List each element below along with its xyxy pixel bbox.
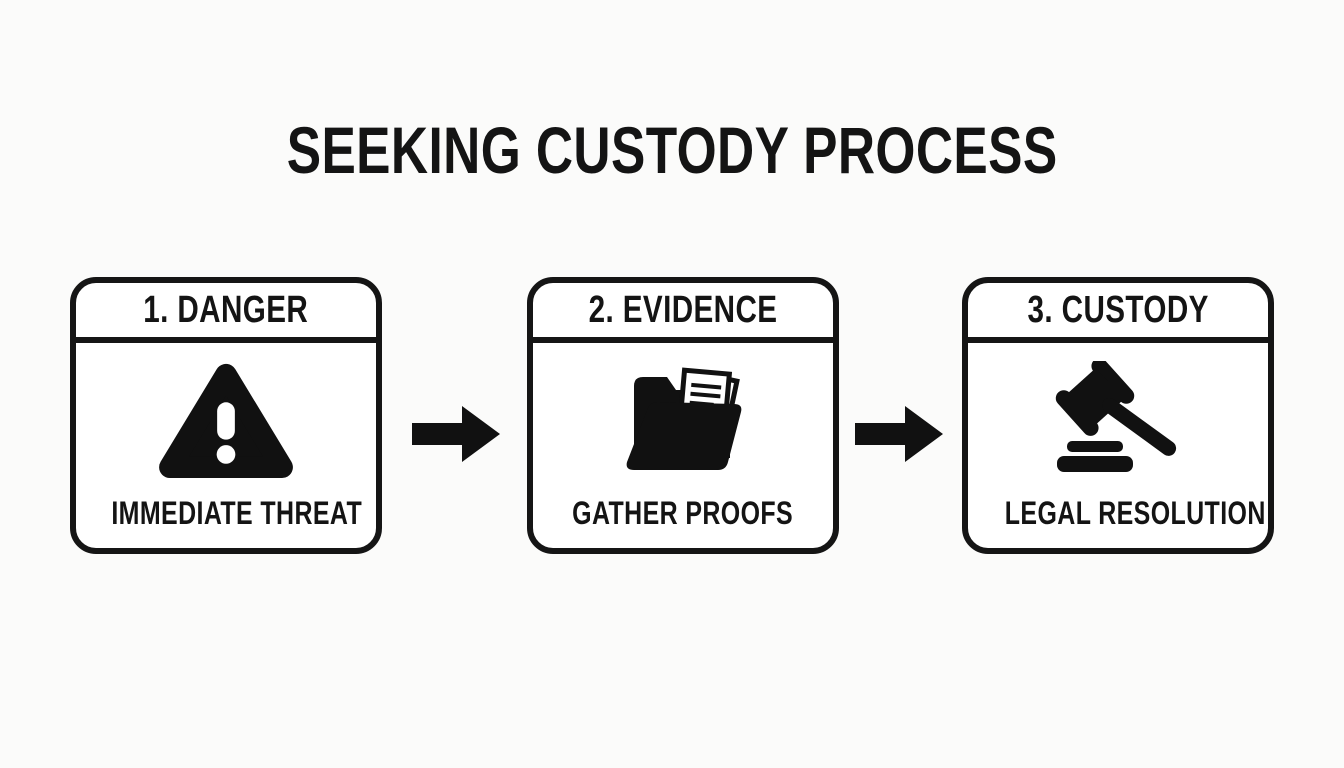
step-box-custody: 3. CUSTODY	[962, 277, 1274, 554]
step-header-evidence-label: 2. EVIDENCE	[588, 288, 778, 331]
right-arrow-icon	[855, 406, 943, 462]
step-caption-danger-label: IMMEDIATE THREAT	[111, 495, 363, 531]
step-header-evidence: 2. EVIDENCE	[533, 283, 833, 343]
warning-triangle-icon	[157, 359, 295, 481]
step-header-custody-label: 3. CUSTODY	[1027, 288, 1209, 331]
step-header-danger-label: 1. DANGER	[143, 288, 309, 331]
page-title: SEEKING CUSTODY PROCESS	[0, 113, 1344, 187]
right-arrow-icon	[412, 406, 500, 462]
step-body-evidence: GATHER PROOFS	[533, 343, 833, 548]
gavel-icon	[1045, 359, 1191, 481]
step-caption-custody-label: LEGAL RESOLUTION	[1004, 495, 1266, 531]
step-box-evidence: 2. EVIDENCE	[527, 277, 839, 554]
step-caption-custody: LEGAL RESOLUTION	[968, 495, 1268, 532]
step-caption-evidence-label: GATHER PROOFS	[572, 495, 794, 531]
step-header-custody: 3. CUSTODY	[968, 283, 1268, 343]
folder-documents-icon	[610, 359, 756, 481]
step-body-custody: LEGAL RESOLUTION	[968, 343, 1268, 548]
step-caption-danger: IMMEDIATE THREAT	[76, 495, 376, 532]
step-header-danger: 1. DANGER	[76, 283, 376, 343]
step-caption-evidence: GATHER PROOFS	[533, 495, 833, 532]
step-body-danger: IMMEDIATE THREAT	[76, 343, 376, 548]
step-box-danger: 1. DANGER IMMEDIATE THREAT	[70, 277, 382, 554]
page-title-text: SEEKING CUSTODY PROCESS	[286, 113, 1058, 187]
